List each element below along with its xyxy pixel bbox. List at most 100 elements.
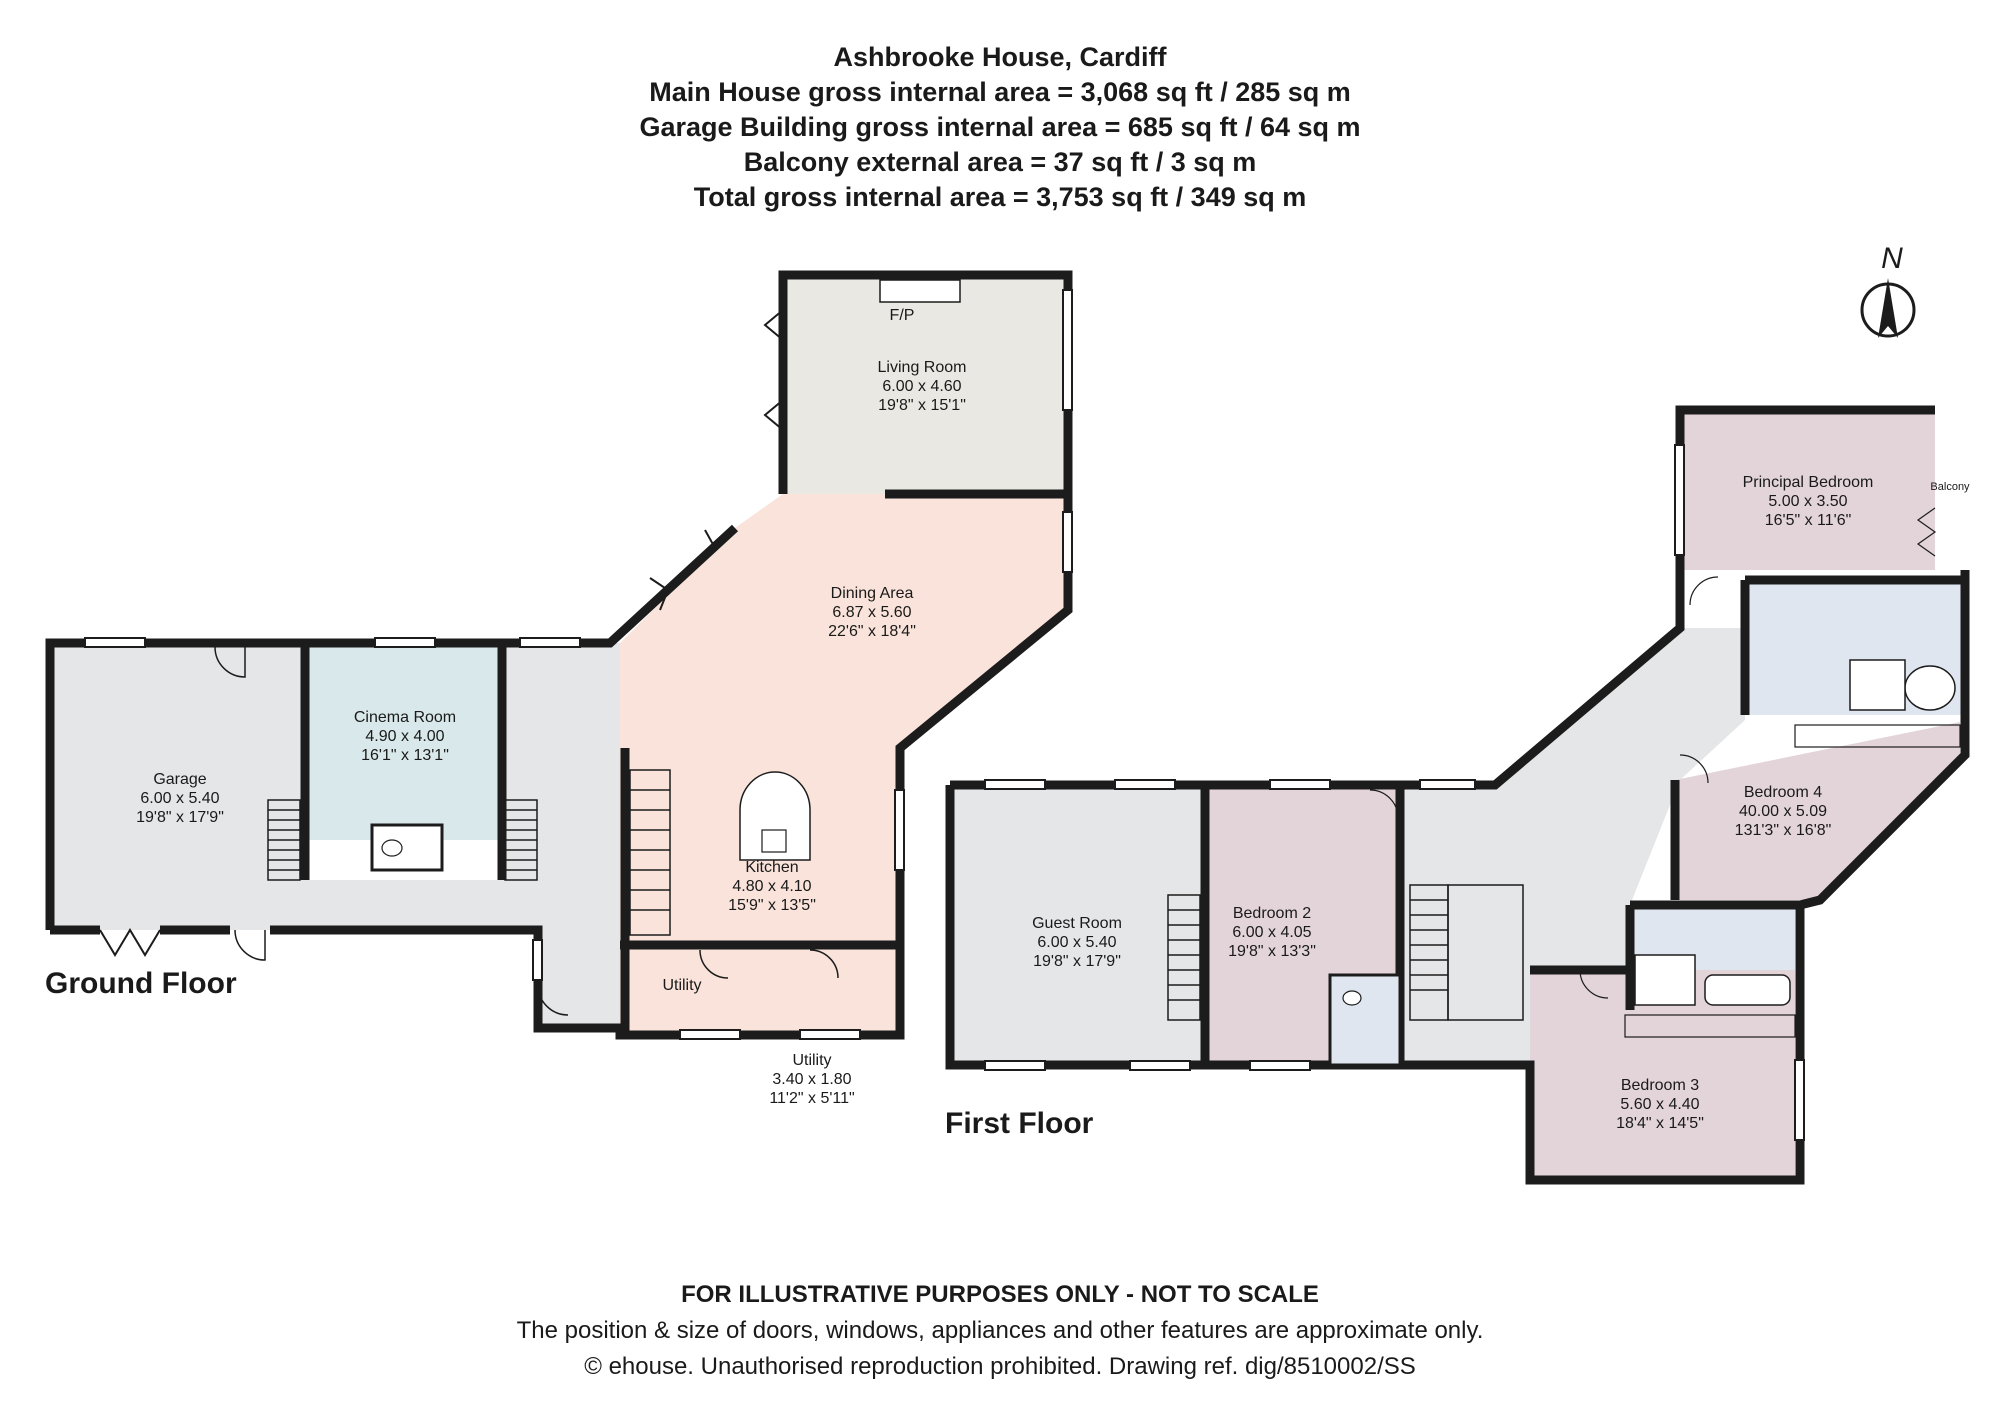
dining-metric: 6.87 x 5.60: [832, 604, 911, 621]
footer-note: The position & size of doors, windows, a…: [516, 1317, 1484, 1344]
kitchen-name: Kitchen: [745, 859, 798, 876]
ground-outer-wall: [45, 524, 739, 930]
living-folding-door: [763, 309, 784, 341]
living-name: Living Room: [878, 359, 967, 376]
title-block: Ashbrooke House, Cardiff Main House gros…: [0, 40, 2000, 215]
living-metric: 6.00 x 4.60: [882, 378, 961, 395]
utility-imperial: 11'2" x 5'11": [769, 1090, 854, 1107]
utility-name: Utility: [792, 1052, 831, 1069]
dining-name: Dining Area: [831, 585, 914, 602]
utility-metric: 3.40 x 1.80: [772, 1071, 851, 1088]
guest-window-s2: [1129, 1060, 1191, 1071]
kitchen-island: [739, 771, 811, 861]
garage-area: Garage Building gross internal area = 68…: [639, 112, 1361, 142]
guest-stairs: [1167, 894, 1201, 1021]
shower-icon: [1634, 954, 1696, 1006]
bed3-door-arc: [1579, 969, 1609, 999]
balcony-label: Balcony: [1930, 481, 1970, 493]
balcony-area: Balcony external area = 37 sq ft / 3 sq …: [743, 147, 1257, 177]
bed2-name: Bedroom 2: [1233, 905, 1311, 922]
bed4-imperial: 131'3" x 16'8": [1735, 822, 1832, 839]
bed4-wardrobe: [1794, 724, 1961, 748]
copyright: © ehouse. Unauthorised reproduction proh…: [584, 1353, 1416, 1380]
principal-door-arc: [1689, 576, 1719, 606]
landing-void: [1447, 884, 1524, 1021]
bed3-wardrobe: [1624, 1014, 1796, 1038]
garage-imperial: 19'8" x 17'9": [136, 809, 224, 826]
kitchen-stairs: [629, 769, 671, 936]
hall-window: [519, 637, 581, 648]
living-folding-door-b: [763, 399, 784, 431]
hall-door-arc: [234, 929, 266, 961]
cinema-metric: 4.90 x 4.00: [365, 728, 444, 745]
guest-window-b: [1114, 779, 1176, 790]
guest-imperial: 19'8" x 17'9": [1033, 953, 1121, 970]
bed4-fill: [1675, 722, 1960, 900]
ensuite-shower-icon: [1849, 659, 1906, 711]
landing-fill: [1400, 628, 1745, 1065]
bed2-imperial: 19'8" x 13'3": [1228, 943, 1316, 960]
utility-small-label: Utility: [662, 977, 701, 994]
bed4-metric: 40.00 x 5.09: [1739, 803, 1827, 820]
north-compass-icon: N: [1860, 242, 1916, 338]
bed3-imperial: 18'4" x 14'5": [1616, 1115, 1704, 1132]
first-floor-label: First Floor: [945, 1107, 1094, 1140]
hall-side-door-arc: [537, 984, 569, 1016]
toilet-icon: [381, 839, 403, 857]
hall-window-side: [532, 939, 543, 981]
bed2-door-arc: [1369, 789, 1399, 819]
cinema-window: [374, 637, 436, 648]
hall-south-wall: [270, 925, 543, 965]
garage-metric: 6.00 x 5.40: [140, 790, 219, 807]
bed3-name: Bedroom 3: [1621, 1077, 1699, 1094]
ensuite-bath-icon: [1904, 665, 1956, 711]
living-imperial: 19'8" x 15'1": [878, 397, 966, 414]
principal-fill: [1680, 410, 1965, 570]
compass-label: N: [1881, 242, 1903, 275]
bed2-metric: 6.00 x 4.05: [1232, 924, 1311, 941]
principal-imperial: 16'5" x 11'6": [1765, 512, 1852, 529]
property-title: Ashbrooke House, Cardiff: [833, 42, 1167, 72]
utility-fill: [620, 945, 900, 1035]
guest-name: Guest Room: [1032, 915, 1122, 932]
cinema-fill: [305, 643, 502, 840]
hob-icon: [761, 829, 787, 853]
garage-door-arc: [214, 646, 246, 678]
living-west-wall: [533, 270, 1073, 1040]
cinema-imperial: 16'1" x 13'1": [361, 747, 449, 764]
guest-fill: [950, 785, 1205, 1065]
utility-door-arc-b: [809, 949, 839, 979]
utility-door-arc: [699, 949, 729, 979]
bed2-window-s: [1249, 1060, 1311, 1071]
kitchen-imperial: 15'9" x 13'5": [728, 897, 816, 914]
dining-window: [1062, 511, 1073, 573]
bed3-window: [1794, 1059, 1805, 1141]
living-window: [1062, 289, 1073, 411]
garage-window: [84, 637, 146, 648]
kitchen-window: [894, 789, 905, 871]
garage-folding-door: [99, 928, 161, 957]
guest-window-s: [984, 1060, 1046, 1071]
dining-imperial: 22'6" x 18'4": [828, 623, 916, 640]
disclaimer: FOR ILLUSTRATIVE PURPOSES ONLY - NOT TO …: [681, 1281, 1319, 1308]
bed3-fill: [1530, 970, 1795, 1180]
guest-metric: 6.00 x 5.40: [1037, 934, 1116, 951]
utility-window-b: [799, 1029, 861, 1040]
garage-fill: [50, 643, 305, 930]
bed2-ensuite: [1328, 973, 1402, 1067]
landing-window: [1419, 779, 1476, 790]
fireplace: [879, 279, 961, 303]
dining-folding-door: [649, 577, 670, 611]
garage-name: Garage: [153, 771, 206, 788]
principal-name: Principal Bedroom: [1743, 474, 1874, 491]
bed4-name: Bedroom 4: [1744, 784, 1822, 801]
footer-block: FOR ILLUSTRATIVE PURPOSES ONLY - NOT TO …: [0, 1277, 2000, 1385]
balcony-fill: [1935, 410, 1965, 570]
total-area: Total gross internal area = 3,753 sq ft …: [693, 182, 1307, 212]
utility-window: [679, 1029, 741, 1040]
bed2-toilet-icon: [1342, 990, 1362, 1006]
ground-floor-label: Ground Floor: [45, 967, 237, 1000]
cinema-name: Cinema Room: [354, 709, 456, 726]
dining-folding-door-b: [704, 529, 729, 550]
